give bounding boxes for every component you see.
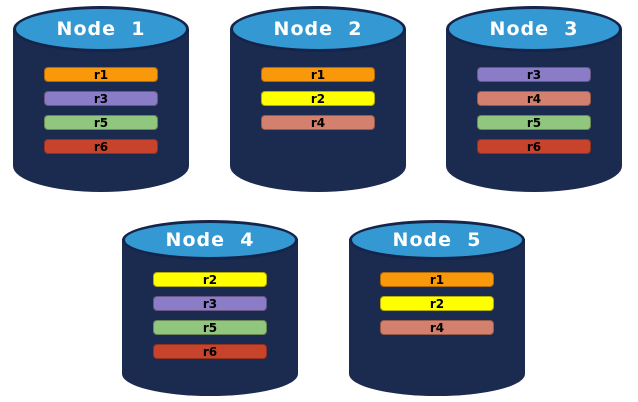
replica-bar: r5 <box>477 115 591 130</box>
replica-bar: r2 <box>261 91 375 106</box>
node-cylinder-3: Node 3 r3 r4 r5 r6 <box>446 6 622 192</box>
replica-list: r3 r4 r5 r6 <box>477 67 591 154</box>
cylinder-top: Node 4 <box>122 220 298 260</box>
replica-bar: r4 <box>380 320 494 335</box>
node-title: Node 3 <box>489 17 579 40</box>
replica-bar: r5 <box>44 115 158 130</box>
replica-bar: r3 <box>153 296 267 311</box>
replica-label: r2 <box>310 91 326 106</box>
replica-list: r1 r2 r4 <box>380 272 494 335</box>
replica-bar: r3 <box>477 67 591 82</box>
replica-label: r5 <box>526 115 542 130</box>
replica-list: r2 r3 r5 r6 <box>153 272 267 359</box>
replica-label: r2 <box>429 296 445 311</box>
replica-label: r4 <box>429 320 445 335</box>
cylinder-body <box>122 239 298 396</box>
replica-label: r6 <box>202 344 218 359</box>
replica-bar: r1 <box>261 67 375 82</box>
cylinder-top: Node 2 <box>230 6 406 52</box>
replica-bar: r6 <box>477 139 591 154</box>
replica-label: r4 <box>526 91 542 106</box>
cylinder-top: Node 1 <box>13 6 189 52</box>
cylinder-body <box>230 29 406 192</box>
cylinder-body <box>13 29 189 192</box>
replica-label: r3 <box>202 296 218 311</box>
node-cylinder-4: Node 4 r2 r3 r5 r6 <box>122 220 298 396</box>
node-cylinder-2: Node 2 r1 r2 r4 <box>230 6 406 192</box>
cylinder-top: Node 5 <box>349 220 525 260</box>
replica-label: r3 <box>93 91 109 106</box>
replica-label: r5 <box>93 115 109 130</box>
node-title: Node 1 <box>56 17 146 40</box>
replica-label: r1 <box>310 67 326 82</box>
replica-bar: r2 <box>380 296 494 311</box>
replica-bar: r6 <box>153 344 267 359</box>
replica-bar: r4 <box>477 91 591 106</box>
node-title: Node 5 <box>392 228 482 251</box>
node-title: Node 4 <box>165 228 255 251</box>
replica-bar: r6 <box>44 139 158 154</box>
replica-label: r4 <box>310 115 326 130</box>
replica-label: r5 <box>202 320 218 335</box>
replica-label: r2 <box>202 272 218 287</box>
node-cylinder-5: Node 5 r1 r2 r4 <box>349 220 525 396</box>
replica-bar: r3 <box>44 91 158 106</box>
replica-list: r1 r3 r5 r6 <box>44 67 158 154</box>
cylinder-top: Node 3 <box>446 6 622 52</box>
node-cylinder-1: Node 1 r1 r3 r5 r6 <box>13 6 189 192</box>
replica-label: r6 <box>526 139 542 154</box>
replica-bar: r2 <box>153 272 267 287</box>
replica-bar: r5 <box>153 320 267 335</box>
node-title: Node 2 <box>273 17 363 40</box>
replica-bar: r1 <box>380 272 494 287</box>
replica-bar: r4 <box>261 115 375 130</box>
replica-label: r1 <box>429 272 445 287</box>
replica-label: r1 <box>93 67 109 82</box>
cylinder-body <box>446 29 622 192</box>
replica-label: r6 <box>93 139 109 154</box>
cylinder-body <box>349 239 525 396</box>
replica-list: r1 r2 r4 <box>261 67 375 130</box>
replica-bar: r1 <box>44 67 158 82</box>
replica-label: r3 <box>526 67 542 82</box>
